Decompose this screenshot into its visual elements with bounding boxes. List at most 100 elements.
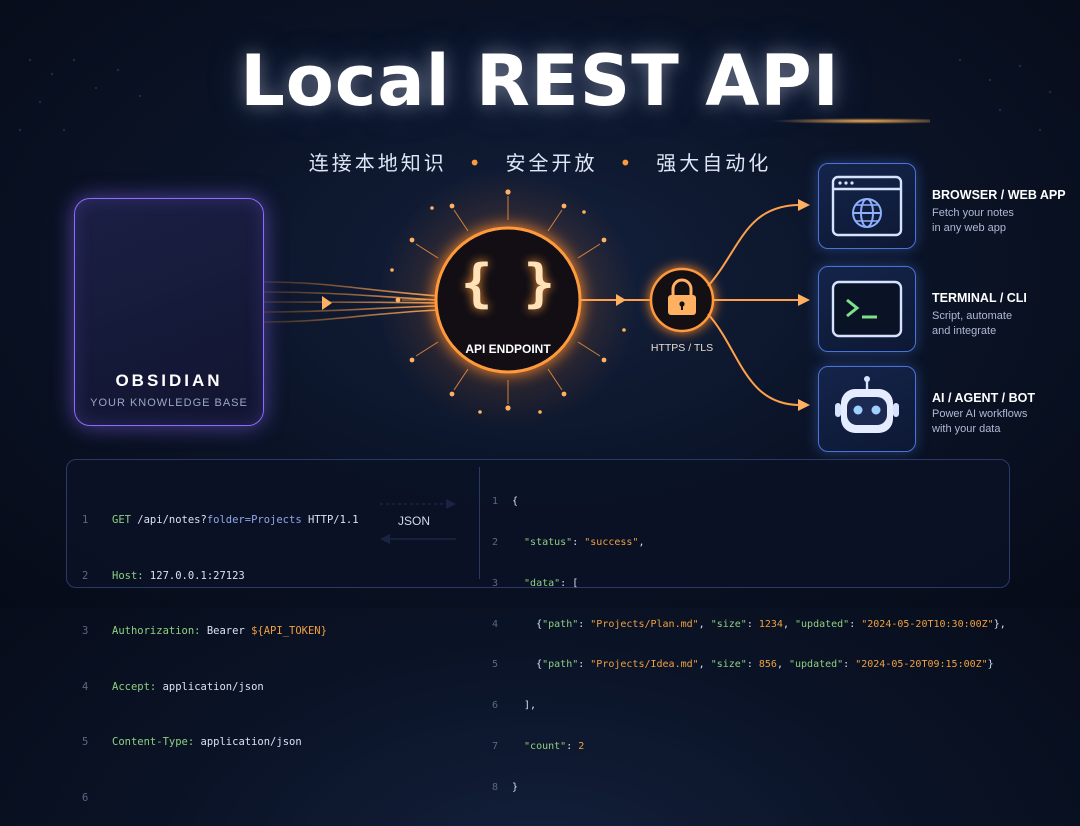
line-number: 8 bbox=[492, 781, 499, 793]
json-sep: } bbox=[987, 659, 994, 671]
response-code: { "status": "success", "data": [ {"path"… bbox=[512, 468, 1006, 808]
line-number: 2 bbox=[492, 536, 499, 548]
line-number: 5 bbox=[492, 659, 499, 671]
line-number: 1 bbox=[82, 514, 89, 526]
client-connection-lines bbox=[707, 204, 801, 406]
arrow-right-icon bbox=[616, 294, 626, 306]
header-value: 127.0.0.1:27123 bbox=[143, 569, 245, 582]
response-line-numbers: 1 2 3 4 5 6 7 8 bbox=[492, 468, 506, 808]
terminal-card bbox=[818, 266, 916, 352]
json-sep: : bbox=[746, 618, 759, 630]
json-line: { bbox=[512, 496, 519, 508]
line-number: 5 bbox=[82, 736, 89, 748]
request-line: Accept: application/json bbox=[112, 678, 382, 697]
json-value: "Projects/Plan.md" bbox=[590, 618, 699, 630]
json-line: {"path": "Projects/Plan.md", "size": 123… bbox=[512, 618, 1006, 632]
agent-title: AI / AGENT / BOT bbox=[932, 391, 1036, 405]
title-glow bbox=[770, 118, 930, 124]
browser-card bbox=[818, 163, 916, 249]
line-number: 6 bbox=[82, 791, 89, 804]
subtitle: 连接本地知识•安全开放•强大自动化 bbox=[0, 147, 1080, 176]
json-sep: : bbox=[566, 740, 579, 752]
json-value: "success" bbox=[584, 536, 639, 548]
json-sep: , bbox=[782, 618, 796, 630]
json-sep: , bbox=[638, 536, 645, 548]
json-key: "status" bbox=[512, 536, 573, 548]
json-sep: : bbox=[578, 618, 591, 630]
obsidian-name: OBSIDIAN bbox=[115, 371, 223, 390]
arrow-right-icon bbox=[798, 199, 810, 211]
json-label: JSON bbox=[398, 514, 431, 528]
auth-token: ${API_TOKEN} bbox=[251, 625, 327, 637]
json-sep: : bbox=[843, 659, 856, 671]
line-number: 1 bbox=[492, 496, 499, 508]
json-value: "Projects/Idea.md" bbox=[590, 659, 699, 671]
json-value: "2024-05-20T09:15:00Z" bbox=[855, 659, 988, 671]
header-key: Authorization: bbox=[112, 625, 201, 637]
terminal-title: TERMINAL / CLI bbox=[932, 291, 1027, 305]
agent-desc-line: Power AI workflows bbox=[932, 408, 1028, 420]
page-title: Local REST API bbox=[240, 40, 840, 122]
json-key: "size" bbox=[710, 659, 747, 671]
line-number: 2 bbox=[82, 569, 89, 582]
json-sep: : [ bbox=[560, 577, 579, 589]
request-line: Host: 127.0.0.1:27123 bbox=[112, 567, 382, 586]
json-key: "data" bbox=[512, 577, 561, 589]
hub-label: API ENDPOINT bbox=[465, 342, 551, 356]
request-line-numbers: 1 2 3 4 5 6 bbox=[82, 474, 96, 826]
json-line: "count": 2 bbox=[512, 740, 1002, 754]
curly-braces-icon: { } bbox=[461, 254, 555, 314]
obsidian-tagline: YOUR KNOWLEDGE BASE bbox=[90, 397, 248, 409]
json-key: "count" bbox=[512, 740, 567, 752]
json-key: "path" bbox=[542, 659, 579, 671]
request-line: GET /api/notes?folder=Projects HTTP/1.1 bbox=[112, 511, 382, 530]
json-line: "status": "success", bbox=[512, 536, 1002, 550]
lock-icon bbox=[668, 278, 696, 315]
arrow-right-icon bbox=[798, 294, 810, 306]
json-line: } bbox=[512, 781, 519, 793]
json-sep: { bbox=[512, 618, 543, 630]
json-line: {"path": "Projects/Idea.md", "size": 856… bbox=[512, 658, 1002, 672]
terminal-desc-line: and integrate bbox=[932, 324, 997, 337]
json-sep: , bbox=[776, 659, 789, 671]
agent-desc: Power AI workflows with your data bbox=[932, 407, 1072, 436]
line-number: 3 bbox=[82, 625, 89, 637]
agent-desc-line: with your data bbox=[932, 422, 1001, 435]
line-number: 4 bbox=[492, 618, 499, 630]
json-sep: : bbox=[746, 659, 759, 671]
http-method: GET bbox=[112, 514, 131, 526]
json-value: 856 bbox=[758, 659, 777, 671]
obsidian-card: OBSIDIAN YOUR KNOWLEDGE BASE bbox=[74, 198, 264, 426]
code-panel bbox=[66, 459, 1010, 588]
arrow-right-icon bbox=[322, 296, 332, 310]
json-sep: : bbox=[849, 618, 862, 630]
json-sep: }, bbox=[993, 618, 1006, 630]
browser-desc: Fetch your notes in any web app bbox=[932, 206, 1072, 235]
request-query: folder=Projects bbox=[206, 514, 302, 526]
subtitle-item: 强大自动化 bbox=[656, 151, 772, 175]
header-value: Bearer bbox=[200, 625, 252, 637]
json-sep: : bbox=[578, 659, 591, 671]
dot-field-right bbox=[958, 58, 1052, 132]
header-value: application/json bbox=[156, 680, 264, 693]
robot-icon bbox=[835, 376, 899, 433]
agent-card bbox=[818, 366, 916, 452]
json-line: ], bbox=[512, 700, 537, 712]
line-number: 3 bbox=[492, 577, 499, 589]
json-sep: , bbox=[698, 659, 711, 671]
json-sep: , bbox=[698, 618, 711, 630]
bullet-dot-icon: • bbox=[468, 151, 484, 175]
request-protocol: HTTP/1.1 bbox=[301, 514, 359, 526]
header-key: Host: bbox=[112, 569, 144, 582]
request-line: Authorization: Bearer ${API_TOKEN} bbox=[112, 622, 382, 641]
header-value: application/json bbox=[194, 736, 302, 748]
line-number: 6 bbox=[492, 700, 499, 712]
header-key: Accept: bbox=[112, 680, 157, 693]
request-line: Content-Type: application/json bbox=[112, 733, 382, 752]
request-line bbox=[112, 789, 382, 808]
browser-title: BROWSER / WEB APP bbox=[932, 188, 1066, 202]
json-value: 2 bbox=[578, 740, 585, 752]
request-path: /api/notes? bbox=[130, 514, 207, 526]
line-number: 7 bbox=[492, 740, 499, 752]
security-label: HTTPS / TLS bbox=[650, 342, 714, 354]
